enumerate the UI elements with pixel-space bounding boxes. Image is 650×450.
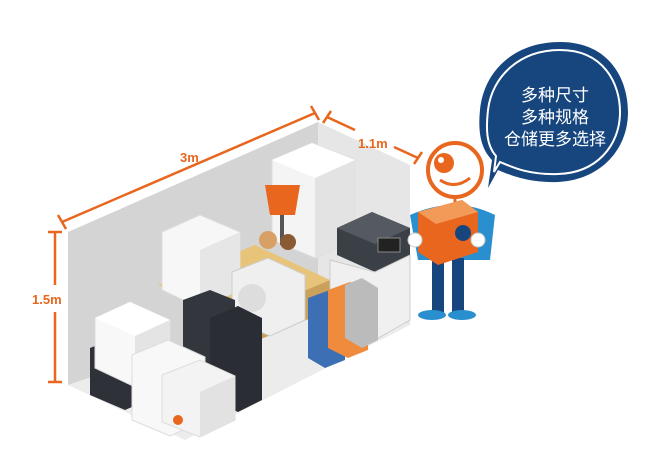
length-label: 3m <box>180 150 199 165</box>
mascot-head <box>426 141 484 199</box>
bubble-line-3: 仓储更多选择 <box>504 130 606 150</box>
logo-icon <box>173 415 183 425</box>
speech-bubble <box>479 42 628 188</box>
height-label: 1.5m <box>32 292 62 307</box>
stored-items <box>90 142 411 438</box>
teddy-bear-icon <box>259 231 277 249</box>
dimension-height <box>48 230 62 384</box>
dimension-depth <box>321 110 424 165</box>
depth-label: 1.1m <box>358 136 388 151</box>
fan-icon <box>238 284 266 312</box>
lock-icon <box>455 225 471 241</box>
lamp-icon <box>265 185 300 215</box>
dimension-length <box>56 105 321 230</box>
bubble-line-1: 多种尺寸 <box>521 86 589 106</box>
mascot <box>407 141 495 320</box>
bubble-line-2: 多种规格 <box>521 108 589 128</box>
teddy-bear-icon <box>280 234 296 250</box>
